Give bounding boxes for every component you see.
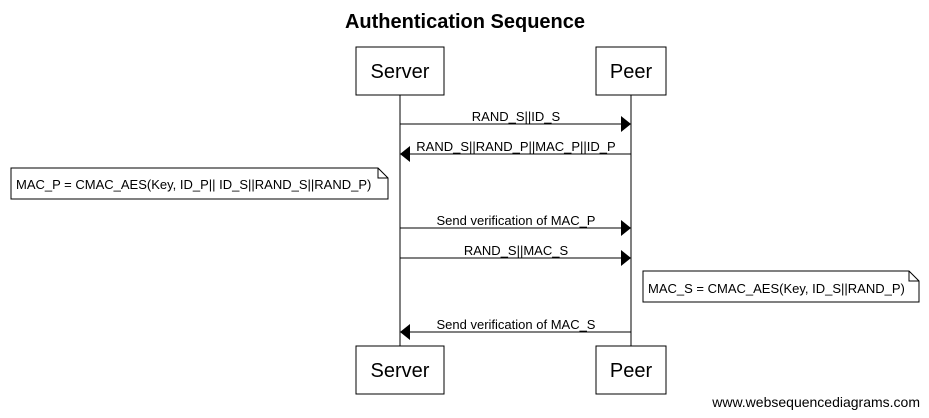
message-3-label: Send verification of MAC_P — [437, 213, 596, 228]
note-peer: MAC_S = CMAC_AES(Key, ID_S||RAND_P) — [642, 270, 920, 303]
actor-peer-bottom: Peer — [595, 345, 667, 395]
note-fold-icon — [377, 168, 388, 179]
note-peer-text: MAC_S = CMAC_AES(Key, ID_S||RAND_P) — [648, 281, 905, 296]
message-3: Send verification of MAC_P — [400, 213, 631, 236]
message-4: RAND_S||MAC_S — [400, 243, 631, 266]
actor-peer-top: Peer — [595, 46, 667, 96]
message-2: RAND_S||RAND_P||MAC_P||ID_P — [400, 139, 631, 162]
arrowhead-right-icon — [621, 116, 631, 132]
arrowhead-left-icon — [400, 324, 410, 340]
message-2-label: RAND_S||RAND_P||MAC_P||ID_P — [416, 139, 615, 154]
watermark-link[interactable]: www.websequencediagrams.com — [711, 394, 920, 410]
actor-server-top-label: Server — [371, 61, 430, 83]
actor-server-bottom: Server — [355, 345, 445, 395]
message-5: Send verification of MAC_S — [400, 317, 631, 340]
diagram-title: Authentication Sequence — [345, 11, 585, 33]
actor-peer-bottom-label: Peer — [610, 360, 653, 382]
actor-server-top: Server — [355, 46, 445, 96]
arrowhead-right-icon — [621, 220, 631, 236]
message-5-label: Send verification of MAC_S — [437, 317, 596, 332]
note-server: MAC_P = CMAC_AES(Key, ID_P|| ID_S||RAND_… — [10, 167, 389, 200]
arrowhead-left-icon — [400, 146, 410, 162]
arrowhead-right-icon — [621, 250, 631, 266]
message-1-label: RAND_S||ID_S — [472, 109, 561, 124]
actor-server-bottom-label: Server — [371, 360, 430, 382]
message-1: RAND_S||ID_S — [400, 109, 631, 132]
note-server-text: MAC_P = CMAC_AES(Key, ID_P|| ID_S||RAND_… — [16, 177, 371, 192]
actor-peer-top-label: Peer — [610, 61, 653, 83]
note-fold-icon — [908, 271, 919, 282]
message-4-label: RAND_S||MAC_S — [464, 243, 569, 258]
